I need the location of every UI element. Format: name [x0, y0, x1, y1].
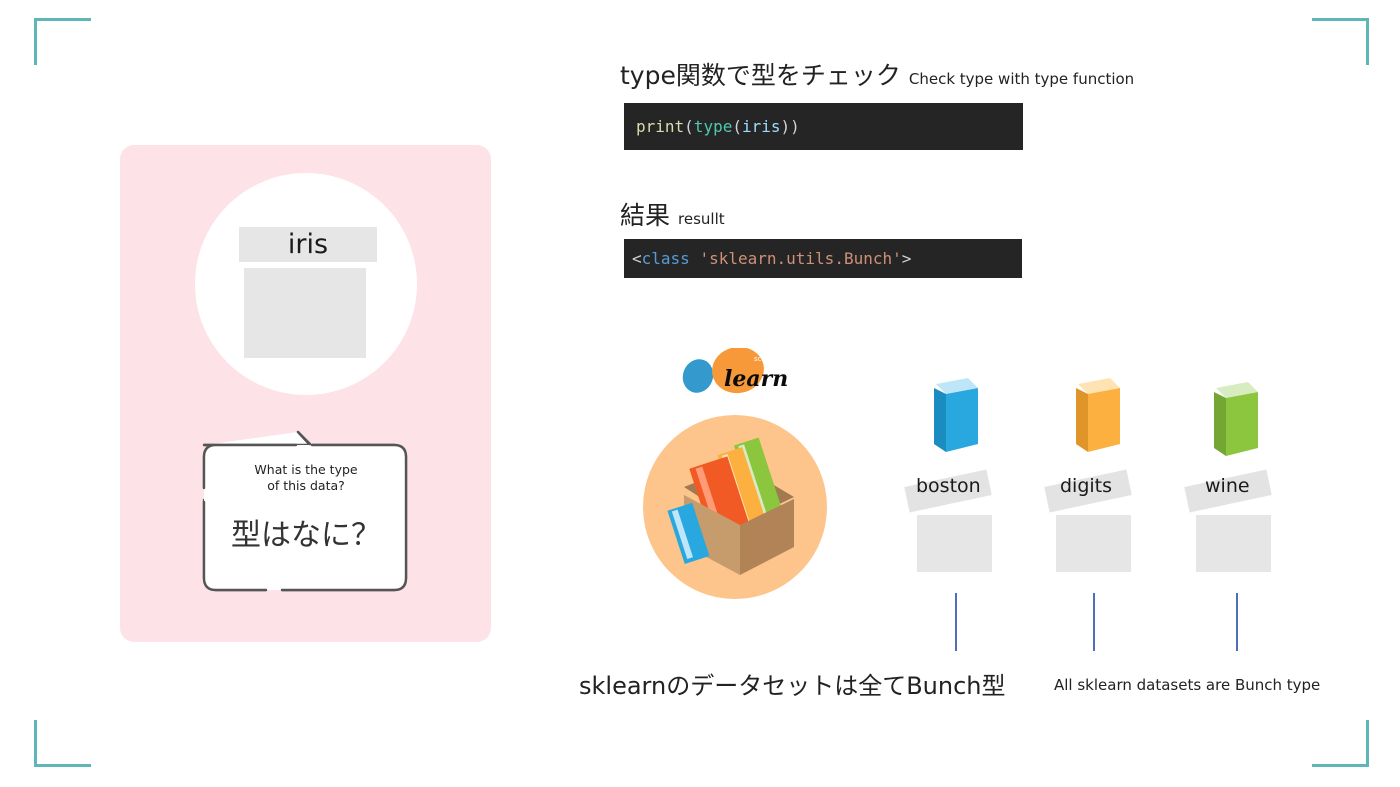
corner-bracket-top-left: [34, 18, 91, 65]
code-paren-1: (: [684, 117, 694, 136]
corner-bracket-top-right: [1312, 18, 1369, 65]
section1-title-jp: type関数で型をチェック: [620, 61, 901, 90]
code-class-str: 'sklearn.utils.Bunch': [699, 249, 902, 268]
footer-caption-jp: sklearnのデータセットは全てBunch型: [579, 672, 1006, 700]
book-orange-icon: [1076, 378, 1120, 452]
dataset-label-digits: digits: [1060, 475, 1113, 497]
code-block-type-check: print(type(iris)): [624, 103, 1023, 150]
book-green-icon: [1214, 382, 1258, 456]
book-box-icon: [643, 415, 827, 599]
connector-line-boston: [955, 593, 957, 651]
iris-data-placeholder: [244, 268, 366, 358]
book-blue-icon: [934, 378, 978, 452]
section2-title: 結果 resullt: [620, 196, 725, 232]
code-paren-close: )): [780, 117, 800, 136]
code-var-iris: iris: [741, 117, 781, 136]
connector-line-digits: [1093, 593, 1095, 651]
speech-bubble-icon: [202, 430, 408, 592]
dataset-box-wine: [1196, 515, 1271, 572]
section1-title: type関数で型をチェック Check type with type functi…: [620, 56, 1134, 92]
dataset-label-wine: wine: [1205, 475, 1250, 497]
corner-bracket-bottom-right: [1312, 720, 1369, 767]
bubble-question-en-line1: What is the type: [254, 462, 358, 477]
code-type-fn: type: [693, 117, 733, 136]
code-print: print: [636, 117, 685, 136]
logo-scikit-text: scikit: [754, 355, 772, 363]
dataset-box-boston: [917, 515, 992, 572]
section1-title-en: Check type with type function: [908, 70, 1135, 88]
bubble-question-jp: 型はなに？: [231, 518, 381, 553]
section2-title-en: resullt: [678, 210, 725, 228]
iris-label: iris: [239, 227, 377, 262]
bubble-question-en-line2: of this data?: [267, 478, 345, 493]
code-block-result: <class 'sklearn.utils.Bunch'>: [624, 239, 1022, 278]
section2-title-jp: 結果: [620, 201, 671, 230]
logo-learn-text: learn: [724, 366, 788, 392]
code-lt: <: [632, 249, 642, 268]
bubble-question-en: What is the type of this data?: [205, 462, 407, 494]
code-gt: >: [901, 249, 912, 268]
corner-bracket-bottom-left: [34, 720, 91, 767]
dataset-label-boston: boston: [916, 475, 981, 497]
code-class-kw: class: [641, 249, 690, 268]
dataset-box-digits: [1056, 515, 1131, 572]
footer-caption-en: All sklearn datasets are Bunch type: [1054, 676, 1321, 694]
scikit-learn-logo-icon: scikit learn: [682, 348, 788, 394]
code-paren-2: (: [732, 117, 742, 136]
connector-line-wine: [1236, 593, 1238, 651]
